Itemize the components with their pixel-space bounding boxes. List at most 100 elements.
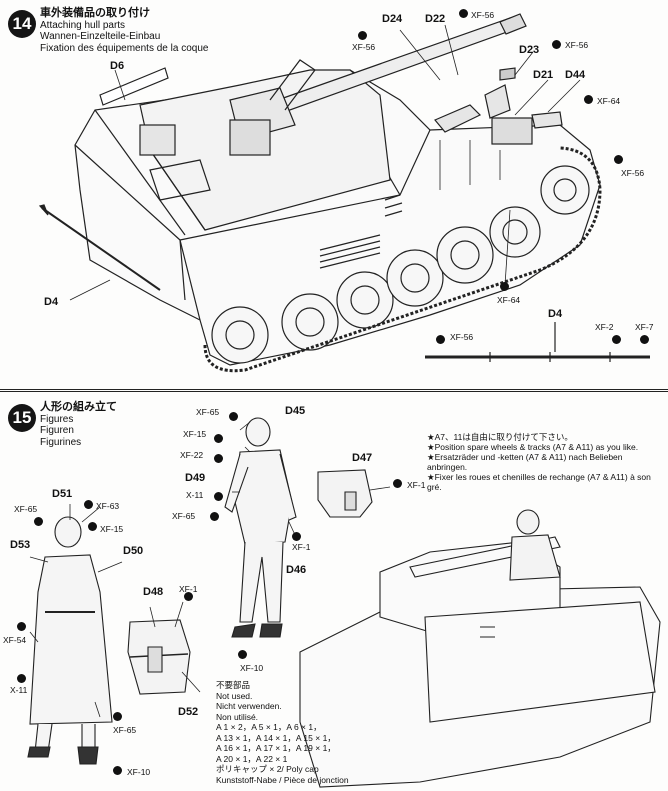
paint-xf65: XF-65	[14, 504, 38, 514]
not-used-line: A 1 × 2，A 5 × 1，A 6 × 1，	[216, 722, 322, 732]
paint-xf7: XF-7	[635, 322, 654, 332]
paint-xf56: XF-56	[450, 332, 474, 342]
not-used-line: ポリキャップ × 2/ Poly cap	[216, 764, 319, 774]
paint-xf65: XF-65	[196, 407, 220, 417]
tank-hull-drawing	[38, 13, 650, 373]
paint-xf10: XF-10	[240, 663, 264, 673]
title-de: Figuren	[40, 425, 74, 436]
label-d50: D50	[123, 545, 144, 557]
label-d45: D45	[285, 405, 306, 417]
paint-dot-icon	[88, 522, 97, 531]
title-jp: 人形の組み立て	[40, 401, 117, 413]
paint-xf54: XF-54	[3, 635, 27, 645]
paint-dot-icon	[552, 40, 561, 49]
paint-xf56: XF-56	[565, 40, 589, 50]
note-line: ★A7、11は自由に取り付けて下さい。	[427, 432, 573, 442]
paint-dot-icon	[113, 766, 122, 775]
paint-dot-icon	[214, 492, 223, 501]
paint-dot-icon	[214, 454, 223, 463]
title-de: Wannen-Einzelteile-Einbau	[40, 31, 161, 42]
not-used-line: A 13 × 1，A 14 × 1，A 15 × 1，	[216, 732, 336, 743]
paint-dot-icon	[34, 517, 43, 526]
not-used-line: A 16 × 1，A 17 × 1，A 19 × 1，	[216, 743, 336, 753]
label-d44: D44	[565, 69, 586, 81]
paint-dot-icon	[393, 479, 402, 488]
not-used-line: Not used.	[216, 690, 253, 701]
step-15-panel: 15 人形の組み立て Figures Figuren Figurines	[0, 391, 668, 791]
label-d47: D47	[352, 452, 373, 464]
spare-parts-note: ★A7、11は自由に取り付けて下さい。 ★Position spare whee…	[427, 432, 663, 492]
paint-dot-icon	[17, 622, 26, 631]
paint-x11: X-11	[10, 685, 28, 695]
note-line: ★Fixer les roues et chenilles de rechang…	[427, 472, 651, 492]
paint-xf22: XF-22	[180, 450, 204, 460]
paint-dot-icon	[640, 335, 649, 344]
figures-drawing	[27, 417, 661, 788]
label-d4-antenna: D4	[548, 308, 563, 320]
label-d24: D24	[382, 13, 403, 25]
paint-dot-icon	[17, 674, 26, 683]
label-d4: D4	[44, 296, 59, 308]
paint-xf15: XF-15	[183, 429, 207, 439]
step-number: 14	[8, 10, 36, 38]
label-d23: D23	[519, 44, 540, 56]
paint-dot-icon	[612, 335, 621, 344]
title-en: Attaching hull parts	[40, 19, 126, 31]
paint-xf56: XF-56	[621, 168, 645, 178]
paint-xf10: XF-10	[127, 767, 151, 777]
paint-dot-icon	[584, 95, 593, 104]
not-used-parts-list: 不要部品 Not used. Nicht verwenden. Non util…	[216, 680, 396, 785]
paint-dot-icon	[84, 500, 93, 509]
not-used-line: 不要部品	[216, 680, 251, 690]
not-used-line: Kunststoff-Nabe / Pièce de jonction	[216, 774, 349, 785]
paint-dot-icon	[214, 434, 223, 443]
label-d49: D49	[185, 472, 206, 484]
paint-xf56: XF-56	[471, 10, 495, 20]
title-jp: 車外装備品の取り付け	[40, 7, 150, 19]
not-used-line: Nicht verwenden.	[216, 701, 282, 711]
paint-xf15: XF-15	[100, 524, 124, 534]
step-title: 人形の組み立て Figures Figuren Figurines	[40, 401, 117, 448]
paint-xf64: XF-64	[497, 295, 521, 305]
label-d21: D21	[533, 69, 554, 81]
label-d6: D6	[110, 60, 125, 72]
not-used-line: Non utilisé.	[216, 711, 259, 722]
paint-xf65: XF-65	[113, 725, 137, 735]
paint-dot-icon	[113, 712, 122, 721]
note-line: ★Ersatzräder und -ketten (A7 & A11) nach…	[427, 452, 623, 472]
step-14-panel: 14 車外装備品の取り付け Attaching hull parts Wanne…	[0, 0, 668, 390]
paint-xf1: XF-1	[179, 584, 198, 594]
title-en: Figures	[40, 413, 74, 425]
paint-dot-icon	[358, 31, 367, 40]
paint-dot-icon	[210, 512, 219, 521]
label-d48: D48	[143, 586, 164, 598]
paint-dot-icon	[500, 282, 509, 291]
paint-xf1: XF-1	[292, 542, 311, 552]
paint-xf2: XF-2	[595, 322, 614, 332]
label-d53: D53	[10, 539, 31, 551]
title-fr: Figurines	[40, 436, 82, 448]
label-d51: D51	[52, 488, 73, 500]
paint-dot-icon	[238, 650, 247, 659]
label-d52: D52	[178, 706, 199, 718]
paint-xf56: XF-56	[352, 42, 376, 52]
paint-xf65: XF-65	[172, 511, 196, 521]
paint-xf1: XF-1	[407, 480, 426, 490]
label-d22: D22	[425, 13, 446, 25]
step-number: 15	[8, 404, 36, 432]
paint-xf63: XF-63	[96, 501, 120, 511]
paint-dot-icon	[436, 335, 445, 344]
not-used-line: A 20 × 1，A 22 × 1	[216, 753, 288, 764]
paint-dot-icon	[229, 412, 238, 421]
label-d46: D46	[286, 564, 307, 576]
step-title: 車外装備品の取り付け Attaching hull parts Wannen-E…	[40, 7, 209, 54]
paint-dot-icon	[459, 9, 468, 18]
paint-dot-icon	[614, 155, 623, 164]
note-line: ★Position spare wheels & tracks (A7 & A1…	[427, 442, 639, 452]
title-fr: Fixation des équipements de la coque	[40, 42, 209, 54]
paint-xf64: XF-64	[597, 96, 621, 106]
paint-dot-icon	[184, 592, 193, 601]
paint-x11: X-11	[186, 490, 204, 500]
paint-dot-icon	[292, 532, 301, 541]
